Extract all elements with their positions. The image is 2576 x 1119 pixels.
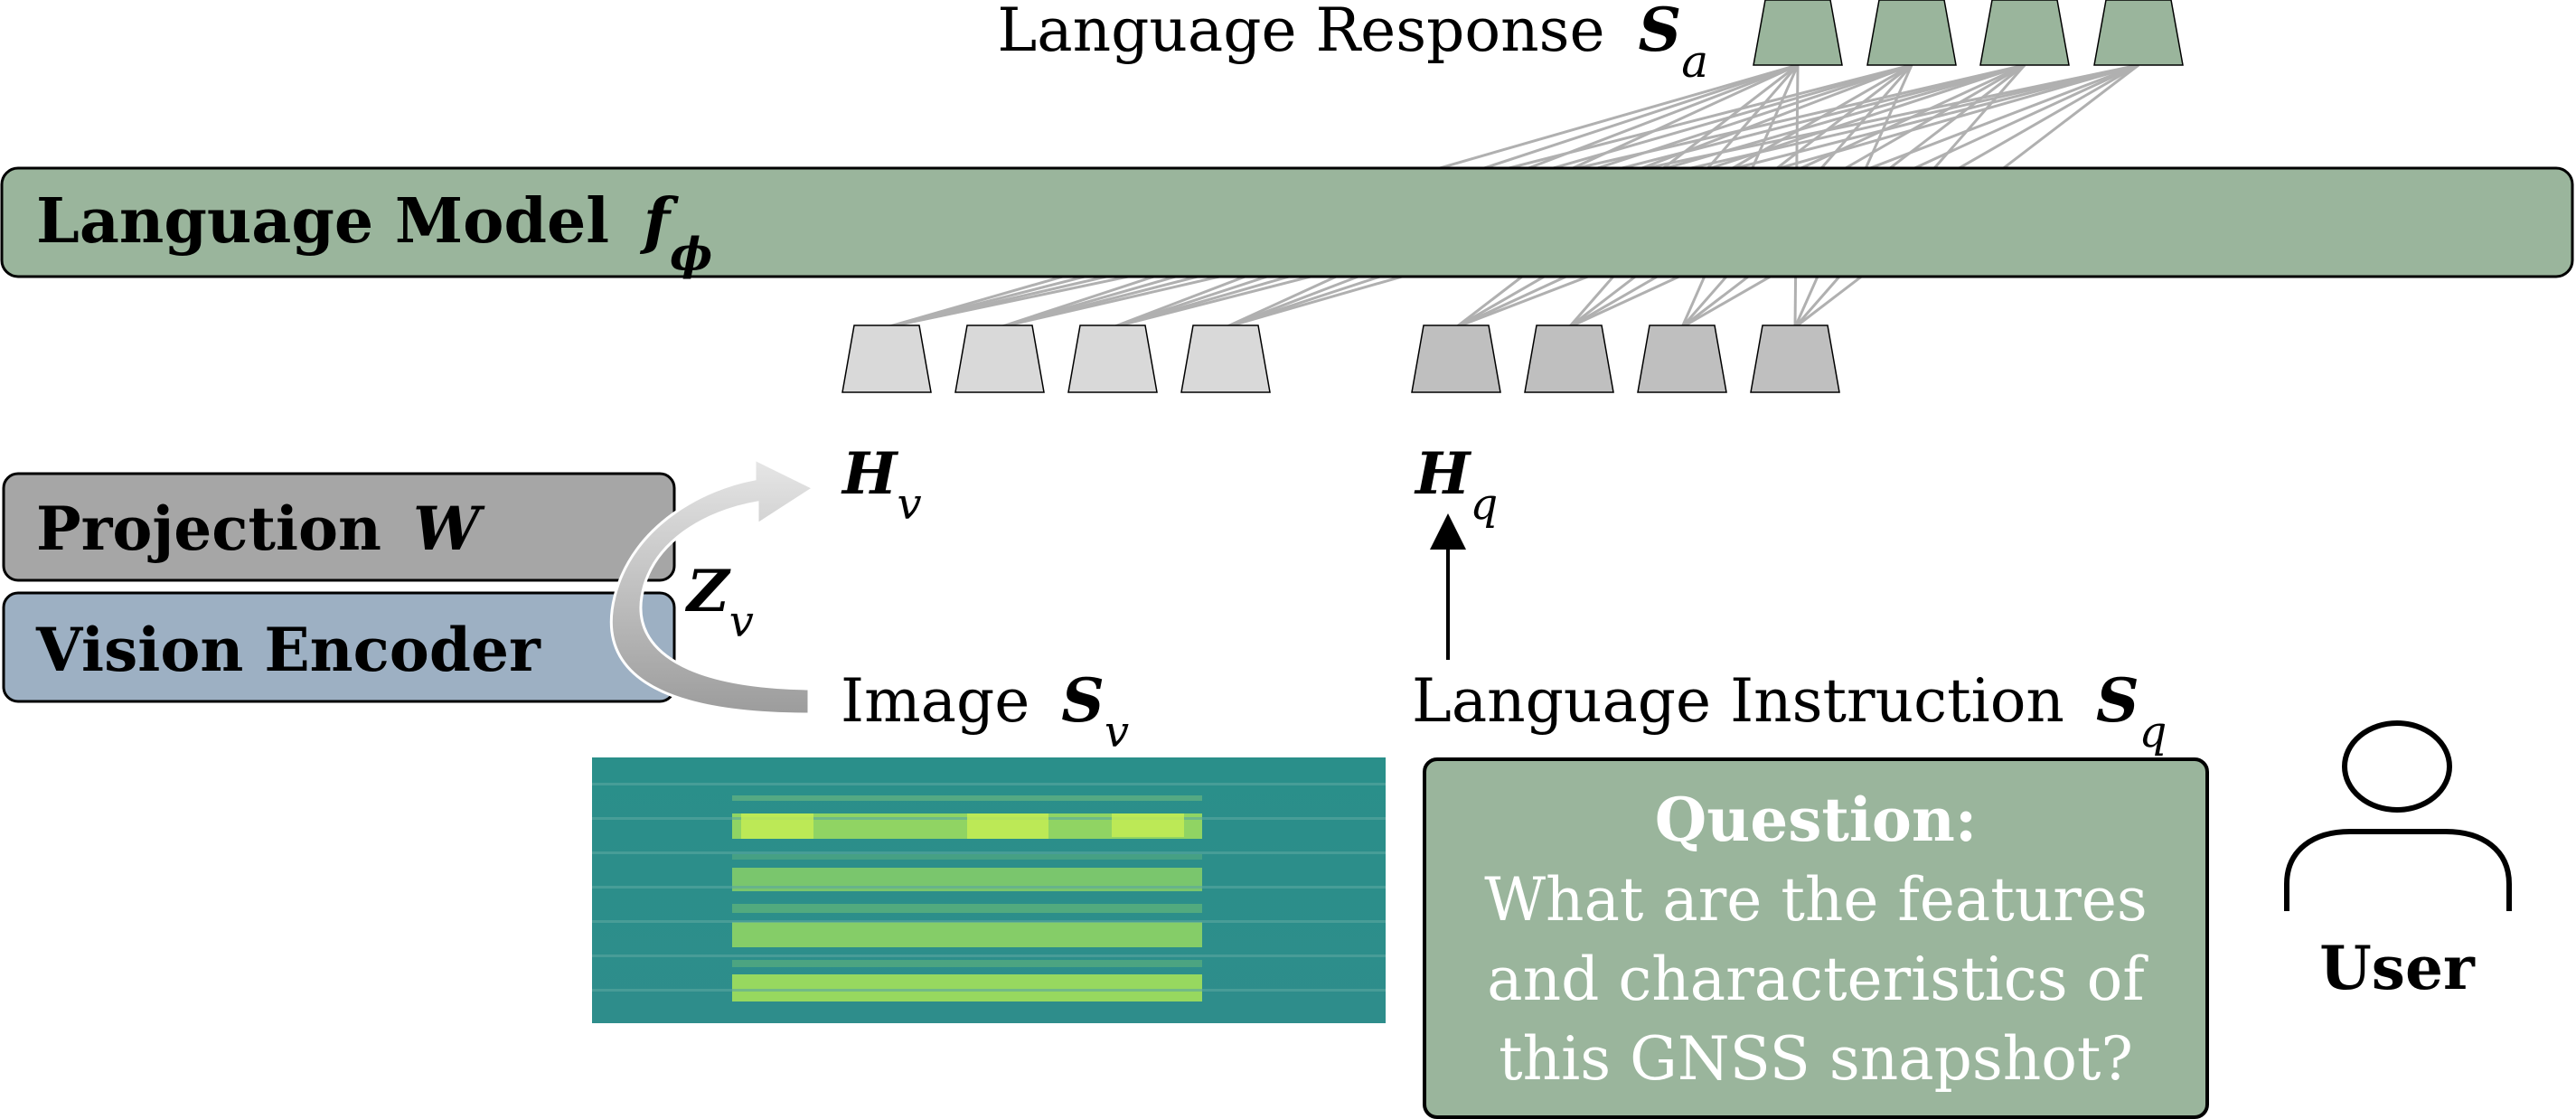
response-token (1866, 0, 1957, 66)
instruction-token (1411, 324, 1501, 393)
question-box (1423, 757, 2209, 1119)
image-label: Image Sv (841, 665, 1129, 757)
projection-label: Projection W (36, 494, 485, 564)
response-token (2093, 0, 2184, 66)
instruction-token (1750, 324, 1840, 393)
h-q-label: Hq (1414, 440, 1498, 530)
question-heading: Question: (1655, 785, 1978, 855)
language-response-title: Language Response Sa (997, 0, 1708, 88)
instruction-label: Language Instruction Sq (1412, 665, 2167, 757)
question-line-1: What are the features (1484, 865, 2148, 935)
question-line-2: and characteristics of (1487, 945, 2148, 1014)
curved-arrow (609, 456, 817, 716)
visual-token (954, 324, 1045, 393)
user-label: User (2319, 933, 2476, 1003)
input-tokens (841, 324, 1840, 393)
user-icon (2284, 720, 2512, 911)
vision-encoder-label: Vision Encoder (35, 615, 541, 685)
question-line-3: this GNSS snapshot? (1499, 1024, 2133, 1094)
instruction-token (1637, 324, 1727, 393)
gnss-spectrogram-image (592, 757, 1386, 1023)
response-token (1753, 0, 1843, 66)
visual-token (841, 324, 932, 393)
z-v-label: Zv (684, 558, 754, 647)
visual-token (1067, 324, 1158, 393)
language-model-bar (0, 166, 2574, 278)
response-tokens (1753, 0, 2184, 66)
h-v-label: Hv (841, 440, 922, 530)
vision-encoder-box (2, 591, 676, 703)
language-model-label: Language Model fϕ (36, 185, 712, 280)
instruction-token (1524, 324, 1614, 393)
visual-token (1180, 324, 1271, 393)
response-token (1979, 0, 2070, 66)
